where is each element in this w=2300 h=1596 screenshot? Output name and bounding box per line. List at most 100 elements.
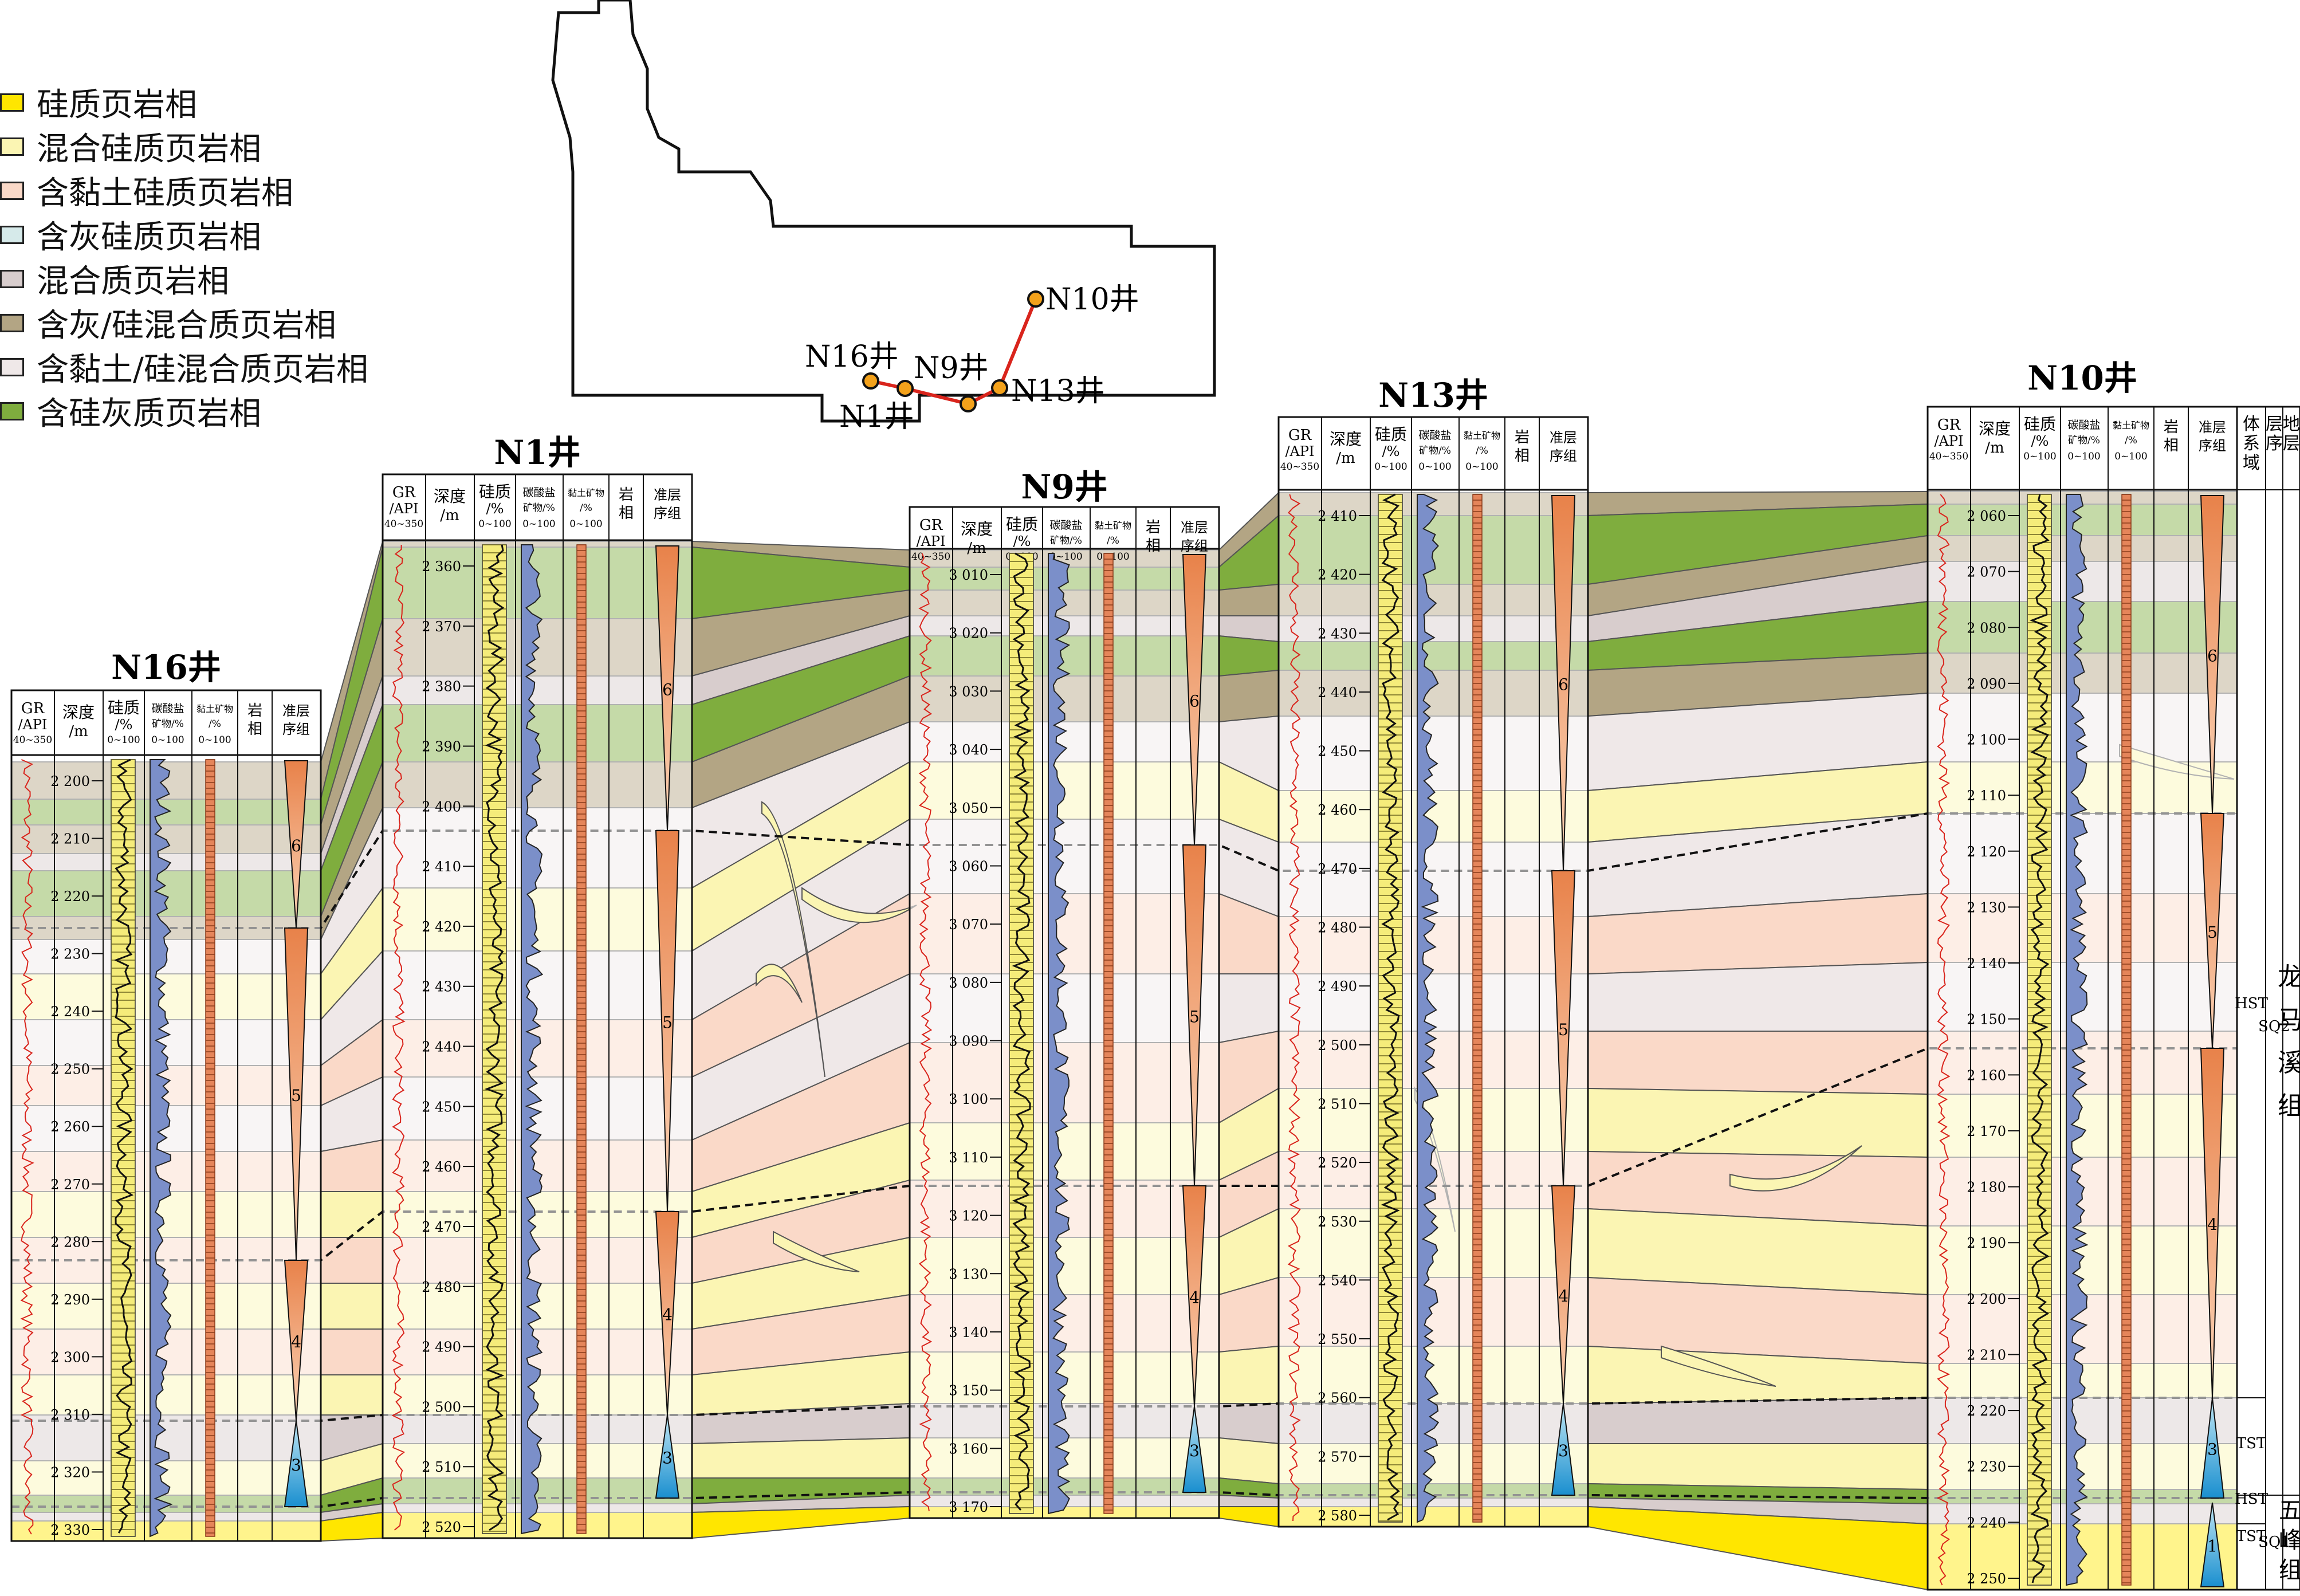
gr-unit: /API <box>389 501 418 517</box>
legend-label: 混合硅质页岩相 <box>37 131 261 168</box>
facies-wedge <box>761 801 825 1078</box>
depth-label: 2 290 <box>50 1292 90 1308</box>
depth-label: 2 450 <box>1318 744 1357 760</box>
gr-range: 40~350 <box>1280 461 1319 473</box>
depth-label: 2 190 <box>1967 1235 2006 1251</box>
legend-swatch <box>0 137 24 156</box>
hst-triangle <box>655 830 680 1212</box>
legend-label: 含黏土/硅混合质页岩相 <box>37 351 368 388</box>
depth-label: 2 410 <box>1318 508 1357 524</box>
depth-label: 2 270 <box>50 1177 90 1193</box>
depth-label: 3 150 <box>949 1383 988 1399</box>
facies-header-2: 相 <box>2164 437 2179 454</box>
depth-label: 3 130 <box>949 1266 988 1282</box>
facies-legend: 硅质页岩相 混合硅质页岩相 含黏土硅质页岩相 含灰硅质页岩相 混合质页岩相 含灰… <box>0 80 470 433</box>
depth-label: 3 120 <box>949 1208 988 1224</box>
facies-header-2: 相 <box>619 505 634 522</box>
clay-log <box>1103 553 1114 1514</box>
gr-curve <box>1936 494 1951 1586</box>
depth-label: 2 370 <box>422 619 461 635</box>
carbonate-header: 碳酸盐 <box>1049 519 1082 532</box>
silica-header: 硅质 <box>108 698 140 717</box>
strat-header-char: 地 <box>2283 414 2300 434</box>
hst-triangle <box>1182 1185 1207 1407</box>
depth-label: 3 140 <box>949 1324 988 1341</box>
carbonate-unit: 矿物/% <box>1419 445 1451 457</box>
depth-unit: /m <box>69 723 88 740</box>
depth-label: 2 170 <box>1967 1123 2006 1139</box>
depth-label: 2 390 <box>422 738 461 754</box>
gr-header: GR <box>1288 427 1312 444</box>
parasequence-number: 6 <box>1558 675 1568 694</box>
depth-label: 2 440 <box>422 1039 461 1055</box>
clay-header: 黏土矿物 <box>1464 430 1500 441</box>
depth-header: 深度 <box>961 520 993 538</box>
legend-swatch <box>0 357 24 376</box>
facies-header-2: 相 <box>1146 537 1161 555</box>
legend-item: 混合质页岩相 <box>0 257 470 301</box>
strat-header-char: 域 <box>2243 453 2260 473</box>
clay-range: 0~100 <box>198 734 231 746</box>
parasequence-number: 4 <box>662 1306 673 1324</box>
depth-label: 2 570 <box>1318 1449 1357 1465</box>
depth-label: 2 510 <box>422 1459 461 1475</box>
depth-label: 2 430 <box>1318 626 1357 642</box>
carbonate-log <box>150 759 173 1538</box>
carbonate-unit: 矿物/% <box>1050 535 1082 547</box>
well-2: N9井GR/API40~350深度/m硅质/%0~100碳酸盐矿物/%0~100… <box>909 467 1220 1519</box>
clay-log <box>1472 494 1483 1523</box>
depth-header: 深度 <box>434 487 466 506</box>
map-well-label: N10井 <box>1045 282 1139 317</box>
legend-label: 含灰/硅混合质页岩相 <box>37 307 336 344</box>
depth-label: 2 450 <box>422 1099 461 1115</box>
depth-label: 2 070 <box>1967 564 2006 580</box>
tst-triangle <box>1551 1403 1576 1496</box>
depth-label: 2 490 <box>1318 978 1357 994</box>
gr-curve <box>391 545 406 1531</box>
gr-header: GR <box>1937 416 1961 434</box>
carbonate-unit: 矿物/% <box>523 502 555 514</box>
silica-curve <box>485 544 505 1531</box>
formation-char: 五 <box>2279 1497 2300 1524</box>
depth-label: 3 060 <box>949 858 988 874</box>
parasequence-header-2: 序组 <box>1550 448 1577 464</box>
well-logs: N16井GR/API40~350深度/m硅质/%0~100碳酸盐矿物/%0~10… <box>10 359 2238 1591</box>
legend-label: 硅质页岩相 <box>37 87 197 124</box>
strat-header-char: 系 <box>2243 434 2260 454</box>
tst-triangle <box>655 1414 680 1499</box>
strat-header-char: 层 <box>2283 434 2300 454</box>
well-marker-icon <box>1027 290 1044 308</box>
map-well-label: N9井 <box>914 351 989 386</box>
depth-label: 3 100 <box>949 1091 988 1107</box>
silica-unit: /% <box>1013 533 1031 549</box>
depth-label: 2 140 <box>1967 956 2006 972</box>
depth-label: 2 250 <box>1967 1571 2006 1587</box>
silica-header: 硅质 <box>2024 415 2056 434</box>
hst-triangle <box>655 545 680 831</box>
parasequence-header-1: 准层 <box>1181 520 1208 536</box>
depth-header: 深度 <box>1979 419 2011 438</box>
clay-log <box>576 544 587 1534</box>
well-frame <box>382 473 693 1539</box>
depth-label: 2 530 <box>1318 1214 1357 1230</box>
tst-triangle <box>1182 1406 1207 1493</box>
facies-wedge <box>1729 1145 1862 1192</box>
hst-triangle <box>2200 495 2225 814</box>
depth-label: 2 500 <box>422 1399 461 1415</box>
depth-label: 2 310 <box>50 1407 90 1423</box>
carbonate-header: 碳酸盐 <box>151 702 184 715</box>
depth-unit: /m <box>967 540 986 557</box>
hst-triangle <box>284 927 309 1261</box>
clay-header: 黏土矿物 <box>1095 520 1131 531</box>
legend-item: 含灰/硅混合质页岩相 <box>0 301 470 345</box>
parasequence-number: 3 <box>2207 1440 2218 1459</box>
carbonate-header: 碳酸盐 <box>2067 419 2100 431</box>
depth-label: 2 240 <box>50 1004 90 1020</box>
well-frame <box>1277 416 1589 1528</box>
carbonate-log <box>521 544 544 1535</box>
depth-label: 3 030 <box>949 683 988 699</box>
carbonate-header: 碳酸盐 <box>522 486 555 499</box>
well-4: N10井GR/API40~350深度/m硅质/%0~100碳酸盐矿物/%0~10… <box>1927 359 2238 1591</box>
formation-char: 溪 <box>2278 1048 2300 1078</box>
